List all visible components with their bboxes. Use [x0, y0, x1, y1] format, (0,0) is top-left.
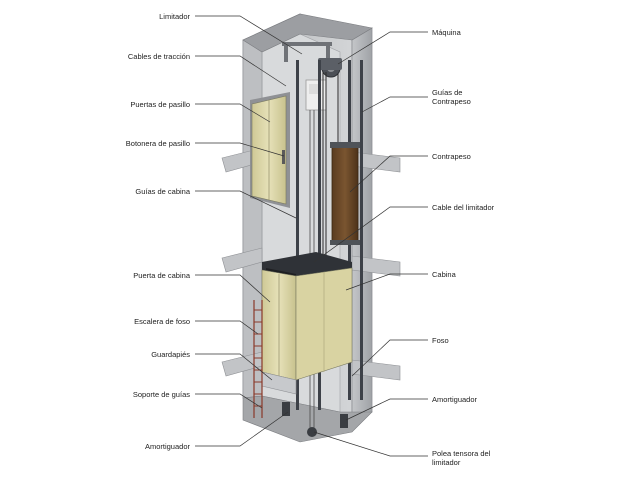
buffer-counterweight [340, 414, 348, 428]
label-soporte-guias: Soporte de guías [133, 390, 190, 399]
label-foso: Foso [432, 336, 449, 345]
labels-left: Limitador Cables de tracción Puertas de … [126, 12, 191, 451]
pit-floor [242, 395, 373, 443]
buffer-car [282, 402, 290, 416]
shaft-left-pillar [242, 39, 263, 399]
label-puerta-cabina: Puerta de cabina [133, 271, 191, 280]
label-guias-cabina: Guías de cabina [135, 187, 190, 196]
label-escalera-foso: Escalera de foso [134, 317, 190, 326]
counterweight [330, 142, 360, 245]
label-guardapies: Guardapiés [151, 350, 190, 359]
pit-equipment [282, 402, 348, 437]
label-guias-contrapeso-2: Contrapeso [432, 97, 471, 106]
tension-pulley [307, 427, 317, 437]
leader-lines-left [195, 15, 303, 447]
cabin [261, 252, 353, 395]
label-polea-tensora-2: limitador [432, 458, 461, 467]
label-cable-limitador: Cable del limitador [432, 203, 495, 212]
label-amortiguador-right: Amortiguador [432, 395, 478, 404]
leader-lines-right [313, 31, 428, 457]
pit-ladder [253, 300, 263, 418]
landing-button-panel [282, 150, 285, 164]
label-maquina: Máquina [432, 28, 462, 37]
label-limitador: Limitador [159, 12, 190, 21]
labels-right: Máquina Guías de Contrapeso Contrapeso C… [432, 28, 495, 467]
label-polea-tensora-1: Polea tensora del [432, 449, 491, 458]
label-botonera-pasillo: Botonera de pasillo [126, 139, 190, 148]
label-contrapeso: Contrapeso [432, 152, 471, 161]
machine-motor [318, 58, 342, 70]
floor-slabs [221, 147, 401, 381]
landing-door [250, 92, 290, 208]
label-cables-traccion: Cables de tracción [128, 52, 190, 61]
label-cabina: Cabina [432, 270, 457, 279]
label-guias-contrapeso-1: Guías de [432, 88, 462, 97]
label-puertas-pasillo: Puertas de pasillo [130, 100, 190, 109]
shaft-top [242, 13, 373, 53]
label-amortiguador-left: Amortiguador [145, 442, 191, 451]
